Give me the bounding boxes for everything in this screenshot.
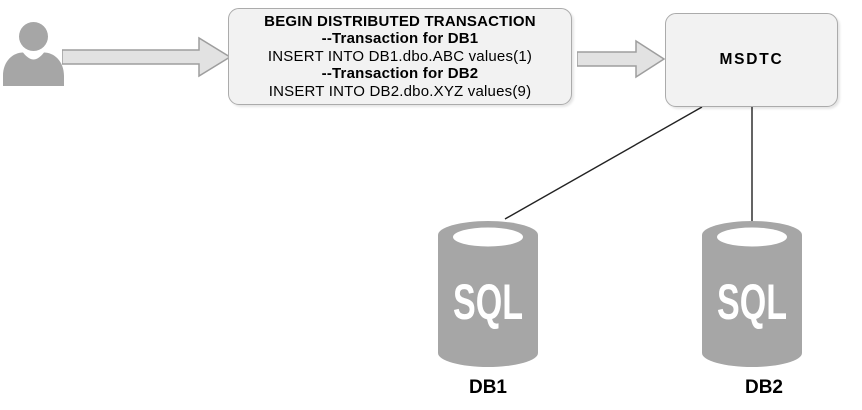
script-line-comment-db1: --Transaction for DB1 bbox=[321, 30, 479, 48]
msdtc-label: MSDTC bbox=[719, 51, 784, 68]
right-arrow-icon bbox=[577, 39, 665, 79]
msdtc-box: MSDTC bbox=[665, 13, 838, 107]
cylinder-opening bbox=[717, 227, 787, 247]
transaction-script-box: BEGIN DISTRIBUTED TRANSACTION --Transact… bbox=[228, 8, 572, 105]
sql-database-icon-db2: SQL bbox=[702, 221, 802, 367]
script-line-comment-db2: --Transaction for DB2 bbox=[321, 65, 479, 83]
sql-logo-text: SQL bbox=[717, 274, 787, 330]
person-head bbox=[19, 22, 48, 51]
script-line-insert-db2: INSERT INTO DB2.dbo.XYZ values(9) bbox=[268, 82, 532, 100]
script-line-begin: BEGIN DISTRIBUTED TRANSACTION bbox=[264, 12, 536, 30]
sql-logo-text: SQL bbox=[453, 274, 523, 330]
connector-msdtc-db1 bbox=[504, 106, 703, 220]
cylinder-body bbox=[702, 221, 802, 367]
person-icon bbox=[3, 22, 64, 86]
script-line-insert-db1: INSERT INTO DB1.dbo.ABC values(1) bbox=[267, 47, 533, 65]
db1-label: DB1 bbox=[468, 377, 507, 398]
db2-label: DB2 bbox=[744, 377, 783, 398]
right-arrow-shape bbox=[577, 39, 665, 79]
cylinder-body bbox=[438, 221, 538, 367]
cylinder-opening bbox=[453, 227, 523, 247]
right-arrow-icon bbox=[62, 36, 232, 78]
sql-database-icon-db1: SQL bbox=[438, 221, 538, 367]
right-arrow-shape bbox=[62, 36, 232, 78]
person-torso bbox=[3, 52, 64, 86]
